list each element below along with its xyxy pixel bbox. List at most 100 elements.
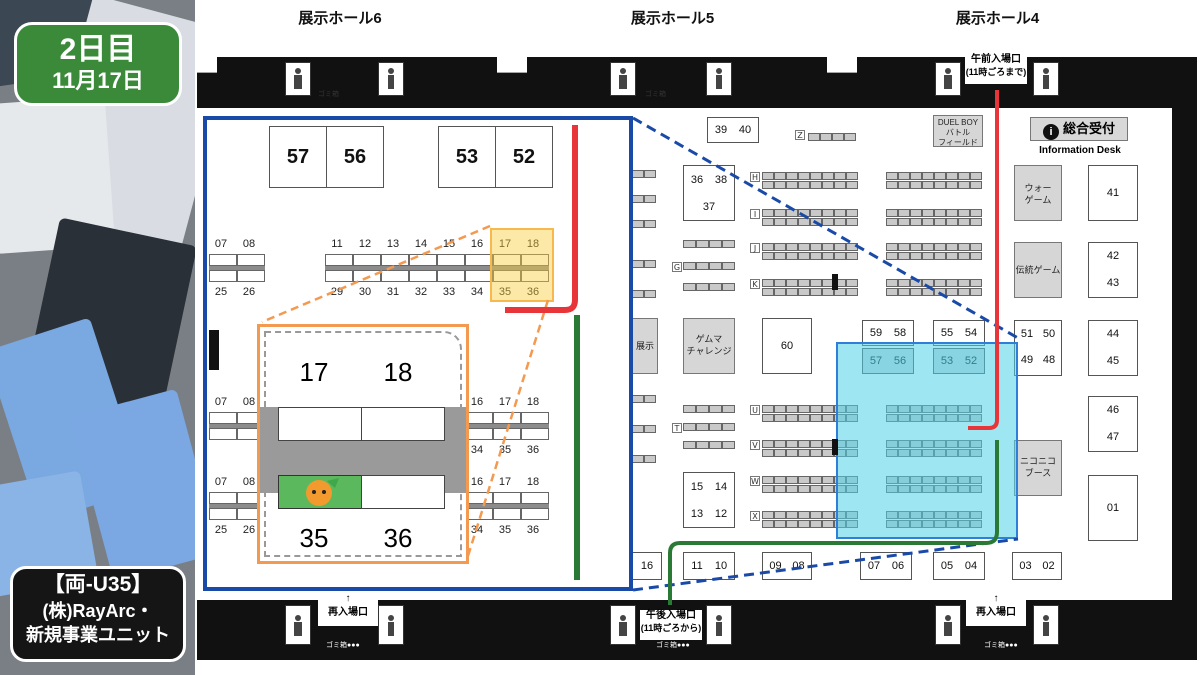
booth-table[interactable]: [822, 172, 834, 180]
booth-table[interactable]: [722, 405, 735, 413]
booth-table[interactable]: [810, 405, 822, 413]
booth-table[interactable]: [810, 209, 822, 217]
booth-table[interactable]: [922, 288, 934, 296]
booth-table[interactable]: [946, 243, 958, 251]
booth-table[interactable]: [237, 254, 265, 266]
booth-table[interactable]: [910, 252, 922, 260]
booth-table[interactable]: [798, 279, 810, 287]
booth-table[interactable]: [834, 181, 846, 189]
booth-table[interactable]: [958, 172, 970, 180]
booth-table[interactable]: [786, 511, 798, 519]
booth-table[interactable]: [846, 252, 858, 260]
booth-table[interactable]: [970, 279, 982, 287]
booth-60[interactable]: 60: [762, 318, 812, 374]
booth-table[interactable]: [786, 449, 798, 457]
booth-table[interactable]: [762, 405, 774, 413]
booth-table[interactable]: [774, 511, 786, 519]
booth-table[interactable]: [493, 508, 521, 520]
booth-table[interactable]: [810, 520, 822, 528]
booth-56[interactable]: 56: [326, 126, 384, 188]
booth-table[interactable]: [934, 181, 946, 189]
booth-table[interactable]: [709, 423, 722, 431]
booth-table[interactable]: [886, 243, 898, 251]
reentry-west[interactable]: ↑ 再入場口: [318, 592, 378, 626]
booth-table[interactable]: [762, 181, 774, 189]
booth-table[interactable]: [798, 485, 810, 493]
booth-table[interactable]: [437, 254, 465, 266]
booth-table[interactable]: [683, 240, 696, 248]
booth-table[interactable]: [810, 511, 822, 519]
booth-table[interactable]: [521, 428, 549, 440]
booth-table[interactable]: [786, 181, 798, 189]
booth-table[interactable]: [409, 270, 437, 282]
booth-table[interactable]: [934, 218, 946, 226]
booth-table[interactable]: [774, 520, 786, 528]
booth-table[interactable]: [910, 209, 922, 217]
booth-table[interactable]: [820, 133, 832, 141]
booth-table[interactable]: [762, 485, 774, 493]
booth-table[interactable]: [822, 243, 834, 251]
booth-table[interactable]: [774, 414, 786, 422]
booth-table[interactable]: [786, 288, 798, 296]
booth-table[interactable]: [683, 405, 696, 413]
booth-table[interactable]: [774, 252, 786, 260]
booth-table[interactable]: [209, 492, 237, 504]
booth-table[interactable]: [970, 218, 982, 226]
booth-41[interactable]: 41: [1088, 165, 1138, 221]
booth-table[interactable]: [846, 279, 858, 287]
booth-table[interactable]: [846, 181, 858, 189]
booth-53[interactable]: 53: [438, 126, 496, 188]
booth-table[interactable]: [934, 252, 946, 260]
booth-table[interactable]: [946, 252, 958, 260]
booth-table[interactable]: [798, 181, 810, 189]
booth-table[interactable]: [493, 270, 521, 282]
booth-table[interactable]: [958, 218, 970, 226]
booth-table[interactable]: [946, 181, 958, 189]
booth-table[interactable]: [644, 425, 656, 433]
booth-table[interactable]: [381, 270, 409, 282]
booth-table[interactable]: [762, 252, 774, 260]
booth-table[interactable]: [774, 405, 786, 413]
zoom-booth-35[interactable]: [278, 475, 362, 509]
booth-table[interactable]: [762, 218, 774, 226]
traditional-game-booth[interactable]: 伝統ゲーム: [1014, 242, 1062, 298]
booth-table[interactable]: [822, 520, 834, 528]
booth-table[interactable]: [521, 254, 549, 266]
booth-table[interactable]: [798, 218, 810, 226]
booth-table[interactable]: [898, 243, 910, 251]
booth-table[interactable]: [786, 476, 798, 484]
booth-table[interactable]: [946, 218, 958, 226]
booth-table[interactable]: [922, 172, 934, 180]
booth-table[interactable]: [521, 412, 549, 424]
booth-table[interactable]: [886, 279, 898, 287]
booth-table[interactable]: [846, 172, 858, 180]
booth-table[interactable]: [696, 262, 709, 270]
booth-table[interactable]: [774, 288, 786, 296]
booth-table[interactable]: [946, 172, 958, 180]
booth-table[interactable]: [683, 283, 696, 291]
booth-table[interactable]: [810, 181, 822, 189]
gemma-challenge-booth[interactable]: ゲムマ チャレンジ: [683, 318, 735, 374]
booth-table[interactable]: [762, 440, 774, 448]
booth-table[interactable]: [970, 243, 982, 251]
booth-table[interactable]: [437, 270, 465, 282]
booth-table[interactable]: [834, 218, 846, 226]
booth-table[interactable]: [958, 252, 970, 260]
booth-table[interactable]: [774, 209, 786, 217]
booth-table[interactable]: [898, 209, 910, 217]
booth-table[interactable]: [886, 209, 898, 217]
booth-table[interactable]: [762, 288, 774, 296]
booth-table[interactable]: [922, 252, 934, 260]
booth-table[interactable]: [786, 218, 798, 226]
booth-table[interactable]: [810, 279, 822, 287]
booth-table[interactable]: [798, 252, 810, 260]
booth-table[interactable]: [970, 181, 982, 189]
booth-table[interactable]: [696, 283, 709, 291]
war-game-booth[interactable]: ウォー ゲーム: [1014, 165, 1062, 221]
booth-table[interactable]: [958, 279, 970, 287]
booth-table[interactable]: [209, 428, 237, 440]
booth-table[interactable]: [325, 254, 353, 266]
booth-table[interactable]: [722, 283, 735, 291]
